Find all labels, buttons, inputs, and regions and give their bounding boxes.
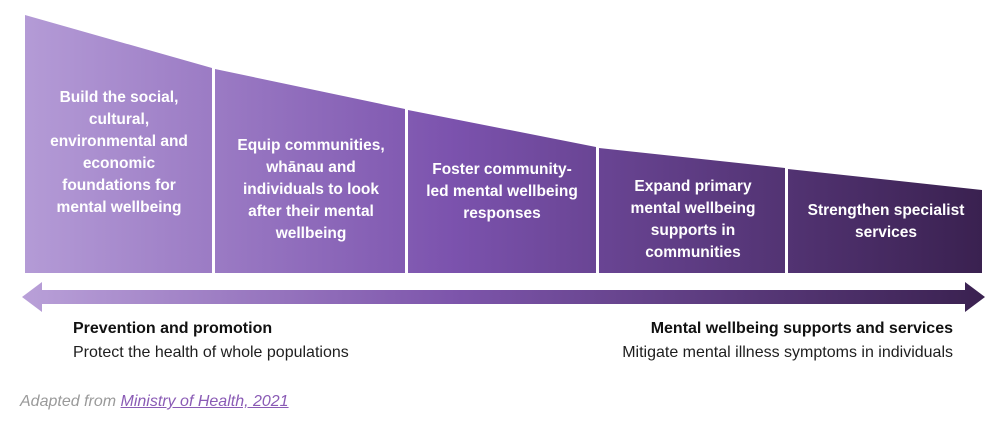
right-heading: Mental wellbeing supports and services bbox=[650, 320, 953, 337]
stage-text-2: Equip communities, whānau and individual… bbox=[237, 137, 385, 242]
stage-text-3: Foster community-led mental wellbeing re… bbox=[426, 161, 578, 222]
source-attribution: Adapted from Ministry of Health, 2021 bbox=[20, 393, 289, 411]
stage-block-3 bbox=[408, 110, 596, 273]
source-prefix: Adapted from bbox=[20, 393, 121, 410]
stage-block-2 bbox=[215, 69, 405, 273]
stage-text-1: Build the social, cultural, environmenta… bbox=[50, 89, 188, 216]
stage-text-4: Expand primary mental wellbeing supports… bbox=[630, 178, 756, 261]
continuum-diagram bbox=[22, 15, 985, 312]
continuum-arrow bbox=[22, 282, 985, 312]
left-subtext: Protect the health of whole populations bbox=[73, 344, 349, 361]
stage-text-5: Strengthen specialist services bbox=[807, 202, 965, 241]
stage-block-4 bbox=[599, 148, 785, 273]
source-link[interactable]: Ministry of Health, 2021 bbox=[120, 393, 289, 410]
left-heading: Prevention and promotion bbox=[73, 320, 273, 337]
stage-block-5 bbox=[788, 169, 982, 273]
stage-block-1 bbox=[25, 15, 212, 273]
right-subtext: Mitigate mental illness symptoms in indi… bbox=[622, 344, 953, 361]
